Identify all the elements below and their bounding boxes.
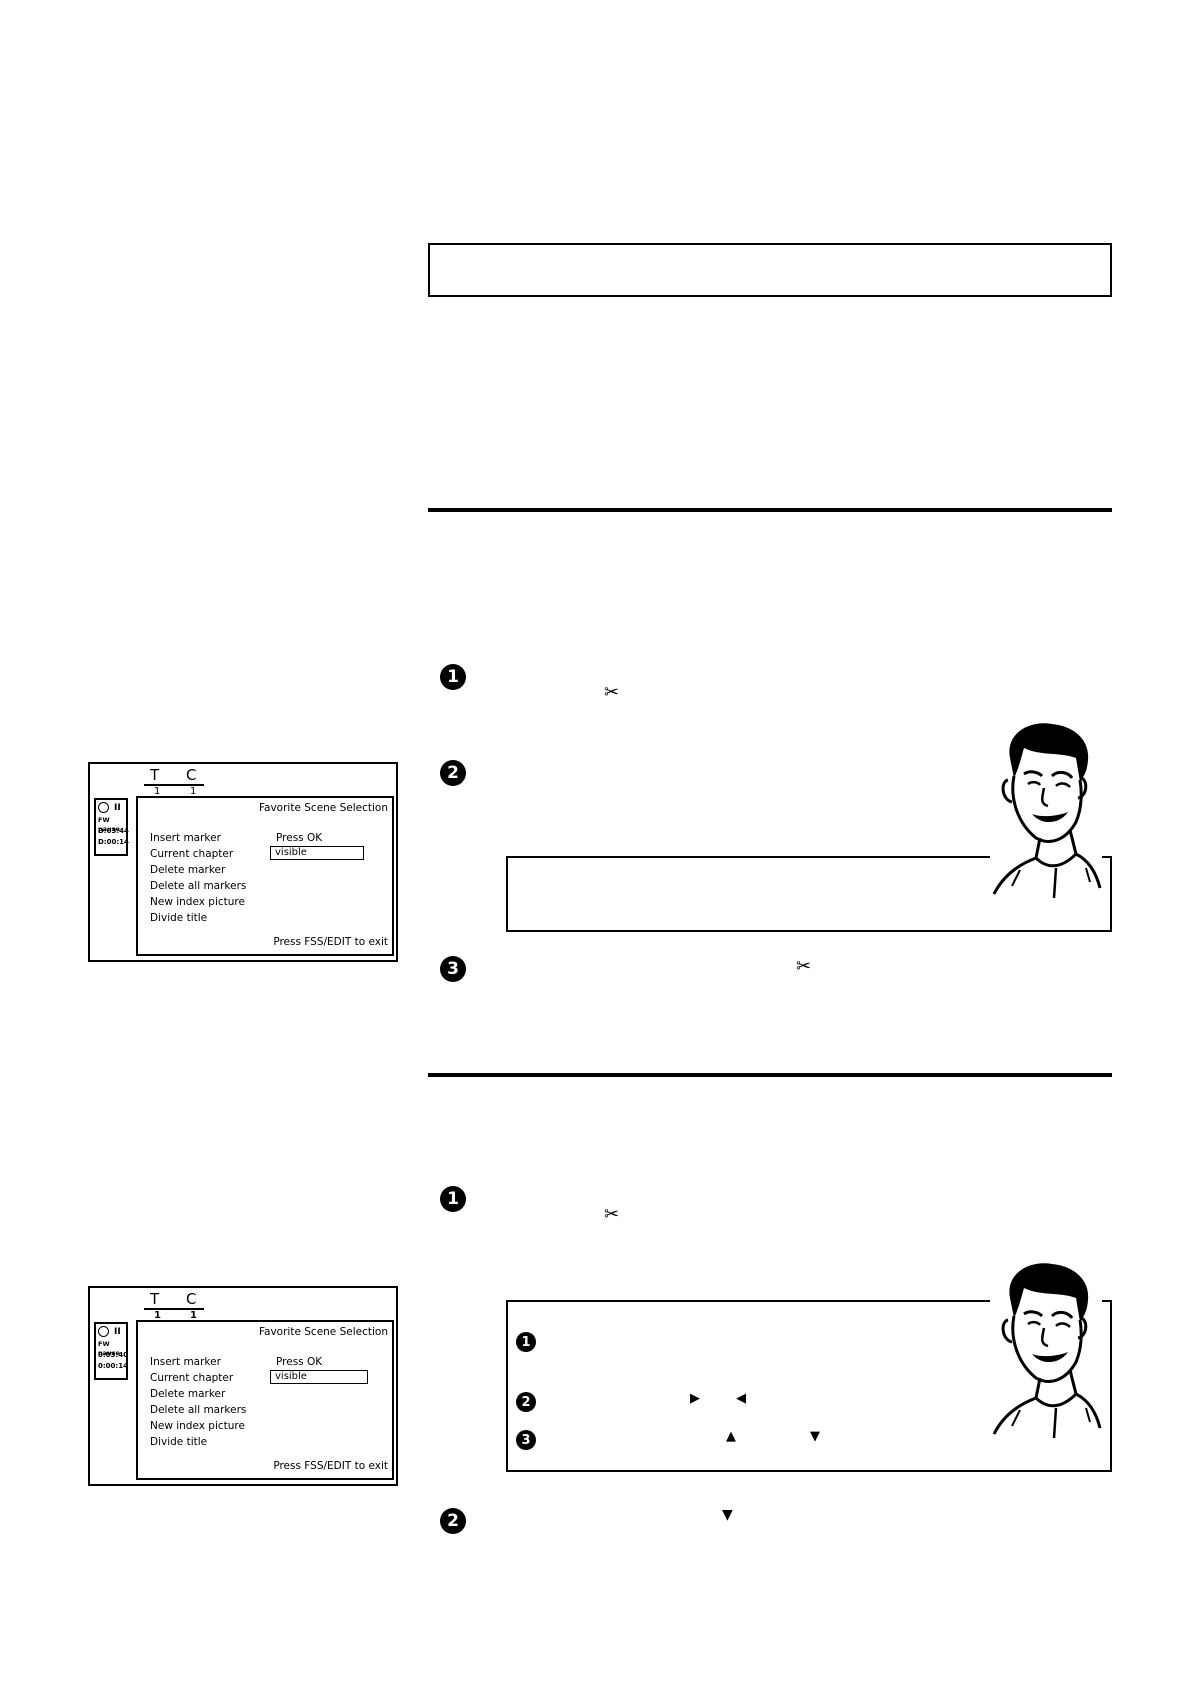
current-chapter-field[interactable]: visible: [270, 1370, 368, 1384]
scissors-icon: ✂: [604, 1204, 620, 1225]
total-time: D:03:44: [98, 827, 129, 835]
mascot-illustration: [990, 718, 1102, 902]
up-arrow-icon: ▲: [726, 1429, 736, 1444]
menu-item-divide-title[interactable]: Divide title: [150, 912, 208, 924]
total-time: 0:03:40: [98, 1351, 128, 1359]
menu-item-delete-all-markers[interactable]: Delete all markers: [150, 880, 247, 892]
right-arrow-icon: ▶: [690, 1391, 700, 1406]
disc-icon: [98, 802, 109, 813]
chapter-time: D:00:14: [98, 838, 129, 846]
step-badge-1: 1: [440, 664, 466, 690]
chapter-number: 1: [190, 1310, 197, 1321]
menu-item-new-index-picture[interactable]: New index picture: [150, 896, 245, 908]
pause-indicator: II: [114, 803, 121, 813]
exit-hint: Press FSS/EDIT to exit: [273, 936, 388, 948]
pause-indicator: II: [114, 1327, 121, 1337]
menu-item-delete-marker[interactable]: Delete marker: [150, 1388, 226, 1400]
title-column-label: T: [150, 1290, 160, 1308]
current-chapter-field[interactable]: visible: [270, 846, 364, 860]
current-chapter-value: visible: [275, 1371, 307, 1382]
tip-box: [506, 1300, 1112, 1472]
step-badge-1: 1: [440, 1186, 466, 1212]
mascot-illustration: [990, 1258, 1102, 1442]
header-underline: [144, 784, 204, 786]
tip-badge-2: 2: [516, 1392, 536, 1412]
chapter-column-label: C: [186, 766, 197, 784]
tv-screen-fss-1: T C 1 1 II FW pause D:03:44 D:00:14 Favo…: [88, 762, 398, 962]
menu-item-insert-marker[interactable]: Insert marker: [150, 832, 221, 844]
playback-mode: FW pause: [98, 1340, 120, 1357]
playback-status-box: II FW pause 0:03:40 0:00:14: [94, 1322, 128, 1380]
chapter-column-label: C: [186, 1290, 197, 1308]
note-box-top: [428, 243, 1112, 297]
menu-title: Favorite Scene Selection: [258, 1326, 388, 1338]
header-underline: [144, 1308, 204, 1310]
step-badge-3: 3: [440, 956, 466, 982]
scissors-icon: ✂: [796, 956, 812, 977]
fss-menu-panel: Favorite Scene Selection Insert marker C…: [136, 796, 394, 956]
scissors-icon: ✂: [604, 682, 620, 703]
section-divider: [428, 508, 1112, 512]
playback-status-box: II FW pause D:03:44 D:00:14: [94, 798, 129, 856]
title-number: 1: [154, 786, 161, 797]
fss-menu-panel: Favorite Scene Selection Insert marker C…: [136, 1320, 394, 1480]
menu-item-new-index-picture[interactable]: New index picture: [150, 1420, 245, 1432]
menu-title: Favorite Scene Selection: [258, 802, 388, 814]
menu-item-current-chapter[interactable]: Current chapter: [150, 848, 234, 860]
menu-item-divide-title[interactable]: Divide title: [150, 1436, 208, 1448]
step-badge-2: 2: [440, 760, 466, 786]
menu-item-delete-all-markers[interactable]: Delete all markers: [150, 1404, 247, 1416]
title-number: 1: [154, 1310, 161, 1321]
down-arrow-icon: ▼: [810, 1429, 820, 1444]
tip-box: [506, 856, 1112, 932]
tv-screen-fss-2: T C 1 1 II FW pause 0:03:40 0:00:14 Favo…: [88, 1286, 398, 1486]
chapter-number: 1: [190, 786, 197, 797]
down-arrow-icon: ▼: [722, 1507, 733, 1523]
menu-item-insert-marker[interactable]: Insert marker: [150, 1356, 221, 1368]
exit-hint: Press FSS/EDIT to exit: [273, 1460, 388, 1472]
playback-mode: FW pause: [98, 816, 120, 833]
menu-item-current-chapter[interactable]: Current chapter: [150, 1372, 234, 1384]
current-chapter-value: visible: [275, 847, 307, 858]
insert-marker-value: Press OK: [276, 832, 323, 844]
tip-badge-3: 3: [516, 1430, 536, 1450]
step-badge-2: 2: [440, 1508, 466, 1534]
section-divider: [428, 1073, 1112, 1077]
chapter-time: 0:00:14: [98, 1362, 128, 1370]
disc-icon: [98, 1326, 109, 1337]
title-column-label: T: [150, 766, 160, 784]
left-arrow-icon: ◀: [736, 1391, 746, 1406]
tip-badge-1: 1: [516, 1332, 536, 1352]
menu-item-delete-marker[interactable]: Delete marker: [150, 864, 226, 876]
insert-marker-value: Press OK: [276, 1356, 323, 1368]
